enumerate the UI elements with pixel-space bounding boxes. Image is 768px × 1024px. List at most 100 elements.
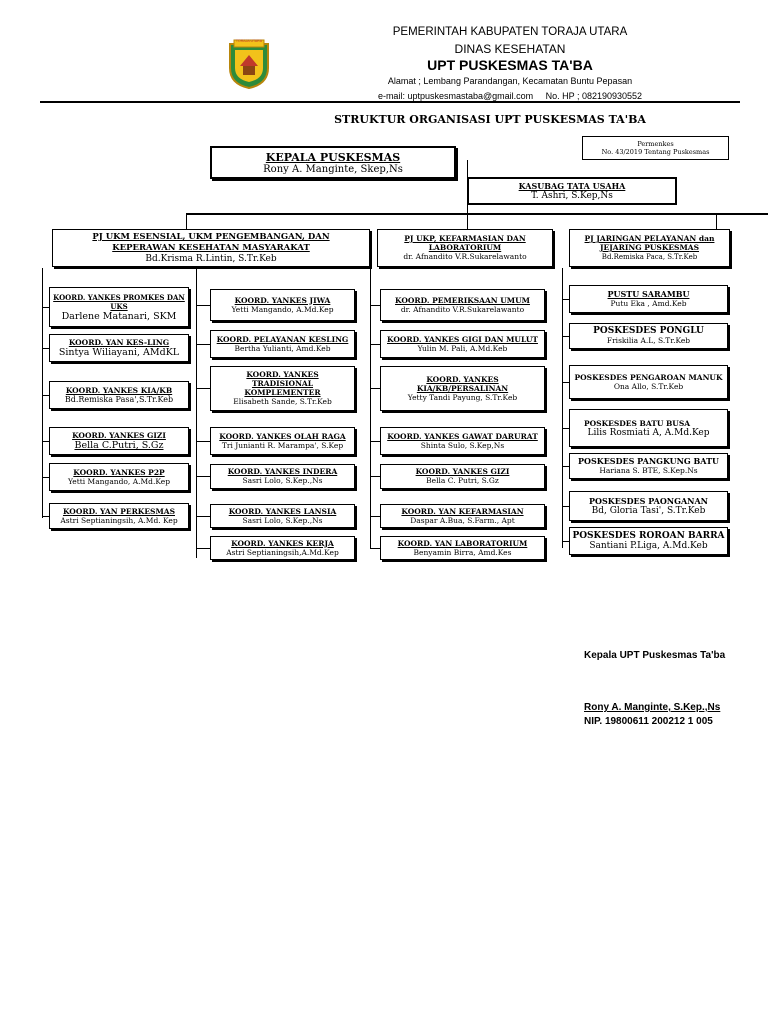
stub-col4-6 xyxy=(562,506,569,507)
stub-col3-2 xyxy=(370,344,380,345)
kasubag-box: KASUBAG TATA USAHA T. Ashri, S.Kep,Ns xyxy=(467,177,677,205)
col1-box-2: KOORD. YAN KES-LING Sintya Wiliayani, AM… xyxy=(49,334,189,362)
col2-box-6: KOORD. YANKES LANSIA Sasri Lolo, S.Kep.,… xyxy=(210,504,355,528)
stub-col4-4 xyxy=(562,428,569,429)
stub-col2-6 xyxy=(196,516,210,517)
col4-title-3: POSKESDES PENGAROAN MANUK xyxy=(574,372,723,382)
col3-title-2: KOORD. YANKES GIGI DAN MULUT xyxy=(387,334,538,344)
col3-name-2: Yulin M. Pali, A.Md.Keb xyxy=(417,343,508,353)
col3-box-4: KOORD. YANKES GAWAT DARURAT Shinta Sulo,… xyxy=(380,427,545,455)
col2-name-6: Sasri Lolo, S.Kep.,Ns xyxy=(242,515,323,525)
col4-box-4: POSKESDES BATU BUSA Lilis Rosmiati A, A.… xyxy=(569,409,728,447)
col3-title-4: KOORD. YANKES GAWAT DARURAT xyxy=(387,431,538,441)
col3-box-1: KOORD. PEMERIKSAAN UMUM dr. Afnandito V.… xyxy=(380,289,545,321)
stub-col2-3 xyxy=(196,388,210,389)
connector-col4-vertical xyxy=(562,268,563,548)
col4-name-6: Bd, Gloria Tasi', S.Tr.Keb xyxy=(591,505,706,516)
col2-box-3: KOORD. YANKES TRADISIONAL KOMPLEMENTER E… xyxy=(210,366,355,411)
stub-col1-6 xyxy=(42,516,49,517)
logo-lettering: TORAJA UTARA xyxy=(235,39,263,43)
connector-main-vertical xyxy=(467,205,468,215)
logo-emblem-icon xyxy=(229,39,269,90)
header-line-3: UPT PUSKESMAS TA'BA xyxy=(427,57,593,73)
col3-box-7: KOORD. YAN LABORATORIUM Benyamin Birra, … xyxy=(380,536,545,560)
stub-col3-6 xyxy=(370,516,380,517)
col3-name-1: dr. Afnandito V.R.Sukarelawanto xyxy=(400,304,525,314)
col4-box-6: POSKESDES PAONGANAN Bd, Gloria Tasi', S.… xyxy=(569,491,728,521)
col1-name-4: Bella C.Putri, S.Gz xyxy=(74,440,164,451)
col1-title-4: KOORD. YANKES GIZI xyxy=(72,431,166,440)
head-box: KEPALA PUSKESMAS Rony A. Manginte, Skep,… xyxy=(210,146,456,179)
stub-col4-2 xyxy=(562,336,569,337)
connector-col2-vertical xyxy=(196,268,197,558)
head-title: KEPALA PUSKESMAS xyxy=(265,150,401,164)
col2-title-7: KOORD. YANKES KERJA xyxy=(231,538,334,548)
connector-main-horizontal xyxy=(186,213,768,215)
stub-col1-2 xyxy=(42,348,49,349)
col2-title-2: KOORD. PELAYANAN KESLING xyxy=(216,334,349,344)
signature-name: Rony A. Manginte, S.Kep.,Ns xyxy=(584,702,721,713)
col1-box-5: KOORD. YANKES P2P Yetti Mangando, A.Md.K… xyxy=(49,463,189,491)
header-address: Alamat ; Lembang Parandangan, Kecamatan … xyxy=(387,76,633,86)
col3-box-3: KOORD. YANKES KIA/KB/PERSALINAN Yetty Ta… xyxy=(380,366,545,411)
col4-title-4: POSKESDES BATU BUSA xyxy=(584,418,691,428)
col3-name-4: Shinta Sulo, S.Kep,Ns xyxy=(420,440,505,450)
col4-title-5: POSKESDES PANGKUNG BATU xyxy=(577,455,719,466)
col2-name-5: Sasri Lolo, S.Kep.,Ns xyxy=(242,476,323,485)
signature-nip: NIP. 19800611 200212 1 005 xyxy=(584,716,713,727)
pj-name-3: Bd.Remiska Paca, S.Tr.Keb xyxy=(601,253,698,261)
col2-title-5: KOORD. YANKES INDERA xyxy=(227,467,338,476)
col4-name-3: Ona Allo, S.Tr.Keb xyxy=(613,381,684,391)
kasubag-name: T. Ashri, S.Kep,Ns xyxy=(531,190,613,201)
col2-box-7: KOORD. YANKES KERJA Astri Septianingsih,… xyxy=(210,536,355,560)
stub-col2-4 xyxy=(196,441,210,442)
col1-title-2: KOORD. YAN KES-LING xyxy=(68,338,170,347)
col1-box-6: KOORD. YAN PERKESMAS Astri Septianingsih… xyxy=(49,503,189,529)
pj-title-2: PJ UKP, KEFARMASIAN DAN LABORATORIUM xyxy=(404,234,526,252)
col1-box-3: KOORD. YANKES KIA/KB Bd.Remiska Pasa',S.… xyxy=(49,381,189,409)
col1-name-5: Yetti Mangando, A.Md.Kep xyxy=(67,476,171,486)
col3-title-6: KOORD. YAN KEFARMASIAN xyxy=(401,506,524,516)
stub-col1-1 xyxy=(42,307,49,308)
col2-box-1: KOORD. YANKES JIWA Yetti Mangando, A.Md.… xyxy=(210,289,355,321)
col3-title-5: KOORD. YANKES GIZI xyxy=(415,467,510,476)
stub-col1-3 xyxy=(42,395,49,396)
pj-title-1: PJ UKM ESENSIAL, UKM PENGEMBANGAN, DAN K… xyxy=(92,232,330,253)
col2-name-2: Bertha Yulianti, Amd.Keb xyxy=(234,343,331,353)
signature-role: Kepala UPT Puskesmas Ta'ba xyxy=(584,650,726,661)
col1-name-1: Darlene Matanari, SKM xyxy=(61,310,177,322)
col3-name-5: Bella C. Putri, S.Gz xyxy=(426,476,499,485)
stub-col1-5 xyxy=(42,477,49,478)
col1-title-6: KOORD. YAN PERKESMAS xyxy=(62,506,175,516)
col4-title-6: POSKESDES PAONGANAN xyxy=(589,495,708,506)
col4-title-1: PUSTU SARAMBU xyxy=(607,288,690,299)
connector-pj1 xyxy=(186,213,187,230)
stub-col2-1 xyxy=(196,305,210,306)
col2-title-6: KOORD. YANKES LANSIA xyxy=(228,506,337,516)
head-name: Rony A. Manginte, Skep,Ns xyxy=(263,163,403,175)
connector-pj3 xyxy=(716,213,717,230)
col1-name-3: Bd.Remiska Pasa',S.Tr.Keb xyxy=(64,394,174,404)
pj-box-3: PJ JARINGAN PELAYANAN dan JEJARING PUSKE… xyxy=(569,229,730,267)
col4-title-2: POSKESDES PONGLU xyxy=(593,325,704,336)
col3-name-3: Yetty Tandi Payung, S.Tr.Keb xyxy=(407,392,518,402)
stub-col4-1 xyxy=(562,299,569,300)
connector-col1-vertical xyxy=(42,268,43,518)
col3-name-6: Daspar A.Bua, S.Farm., Apt xyxy=(410,515,515,525)
stub-col1-4 xyxy=(42,441,49,442)
pj-box-1: PJ UKM ESENSIAL, UKM PENGEMBANGAN, DAN K… xyxy=(52,229,370,267)
stub-col3-4 xyxy=(370,441,380,442)
col1-box-4: KOORD. YANKES GIZI Bella C.Putri, S.Gz xyxy=(49,427,189,455)
connector-head-down xyxy=(467,160,468,178)
col4-box-2: POSKESDES PONGLU Friskilia A.L, S.Tr.Keb xyxy=(569,323,728,349)
stub-col4-5 xyxy=(562,466,569,467)
col1-box-1: KOORD. YANKES PROMKES DAN UKS Darlene Ma… xyxy=(49,287,189,327)
col2-name-4: Tri Junianti R. Marampa', S.Kep xyxy=(221,440,344,450)
col4-box-3: POSKESDES PENGAROAN MANUK Ona Allo, S.Tr… xyxy=(569,365,728,399)
col2-box-4: KOORD. YANKES OLAH RAGA Tri Junianti R. … xyxy=(210,427,355,455)
col2-name-1: Yetti Mangando, A.Md.Kep xyxy=(231,304,334,314)
col2-name-3: Elisabeth Sande, S.Tr.Keb xyxy=(233,397,332,406)
col2-title-3: KOORD. YANKES TRADISIONAL KOMPLEMENTER xyxy=(244,370,321,397)
col4-name-4: Lilis Rosmiati A, A.Md.Kep xyxy=(587,427,710,438)
connector-col3-vertical xyxy=(370,268,371,548)
